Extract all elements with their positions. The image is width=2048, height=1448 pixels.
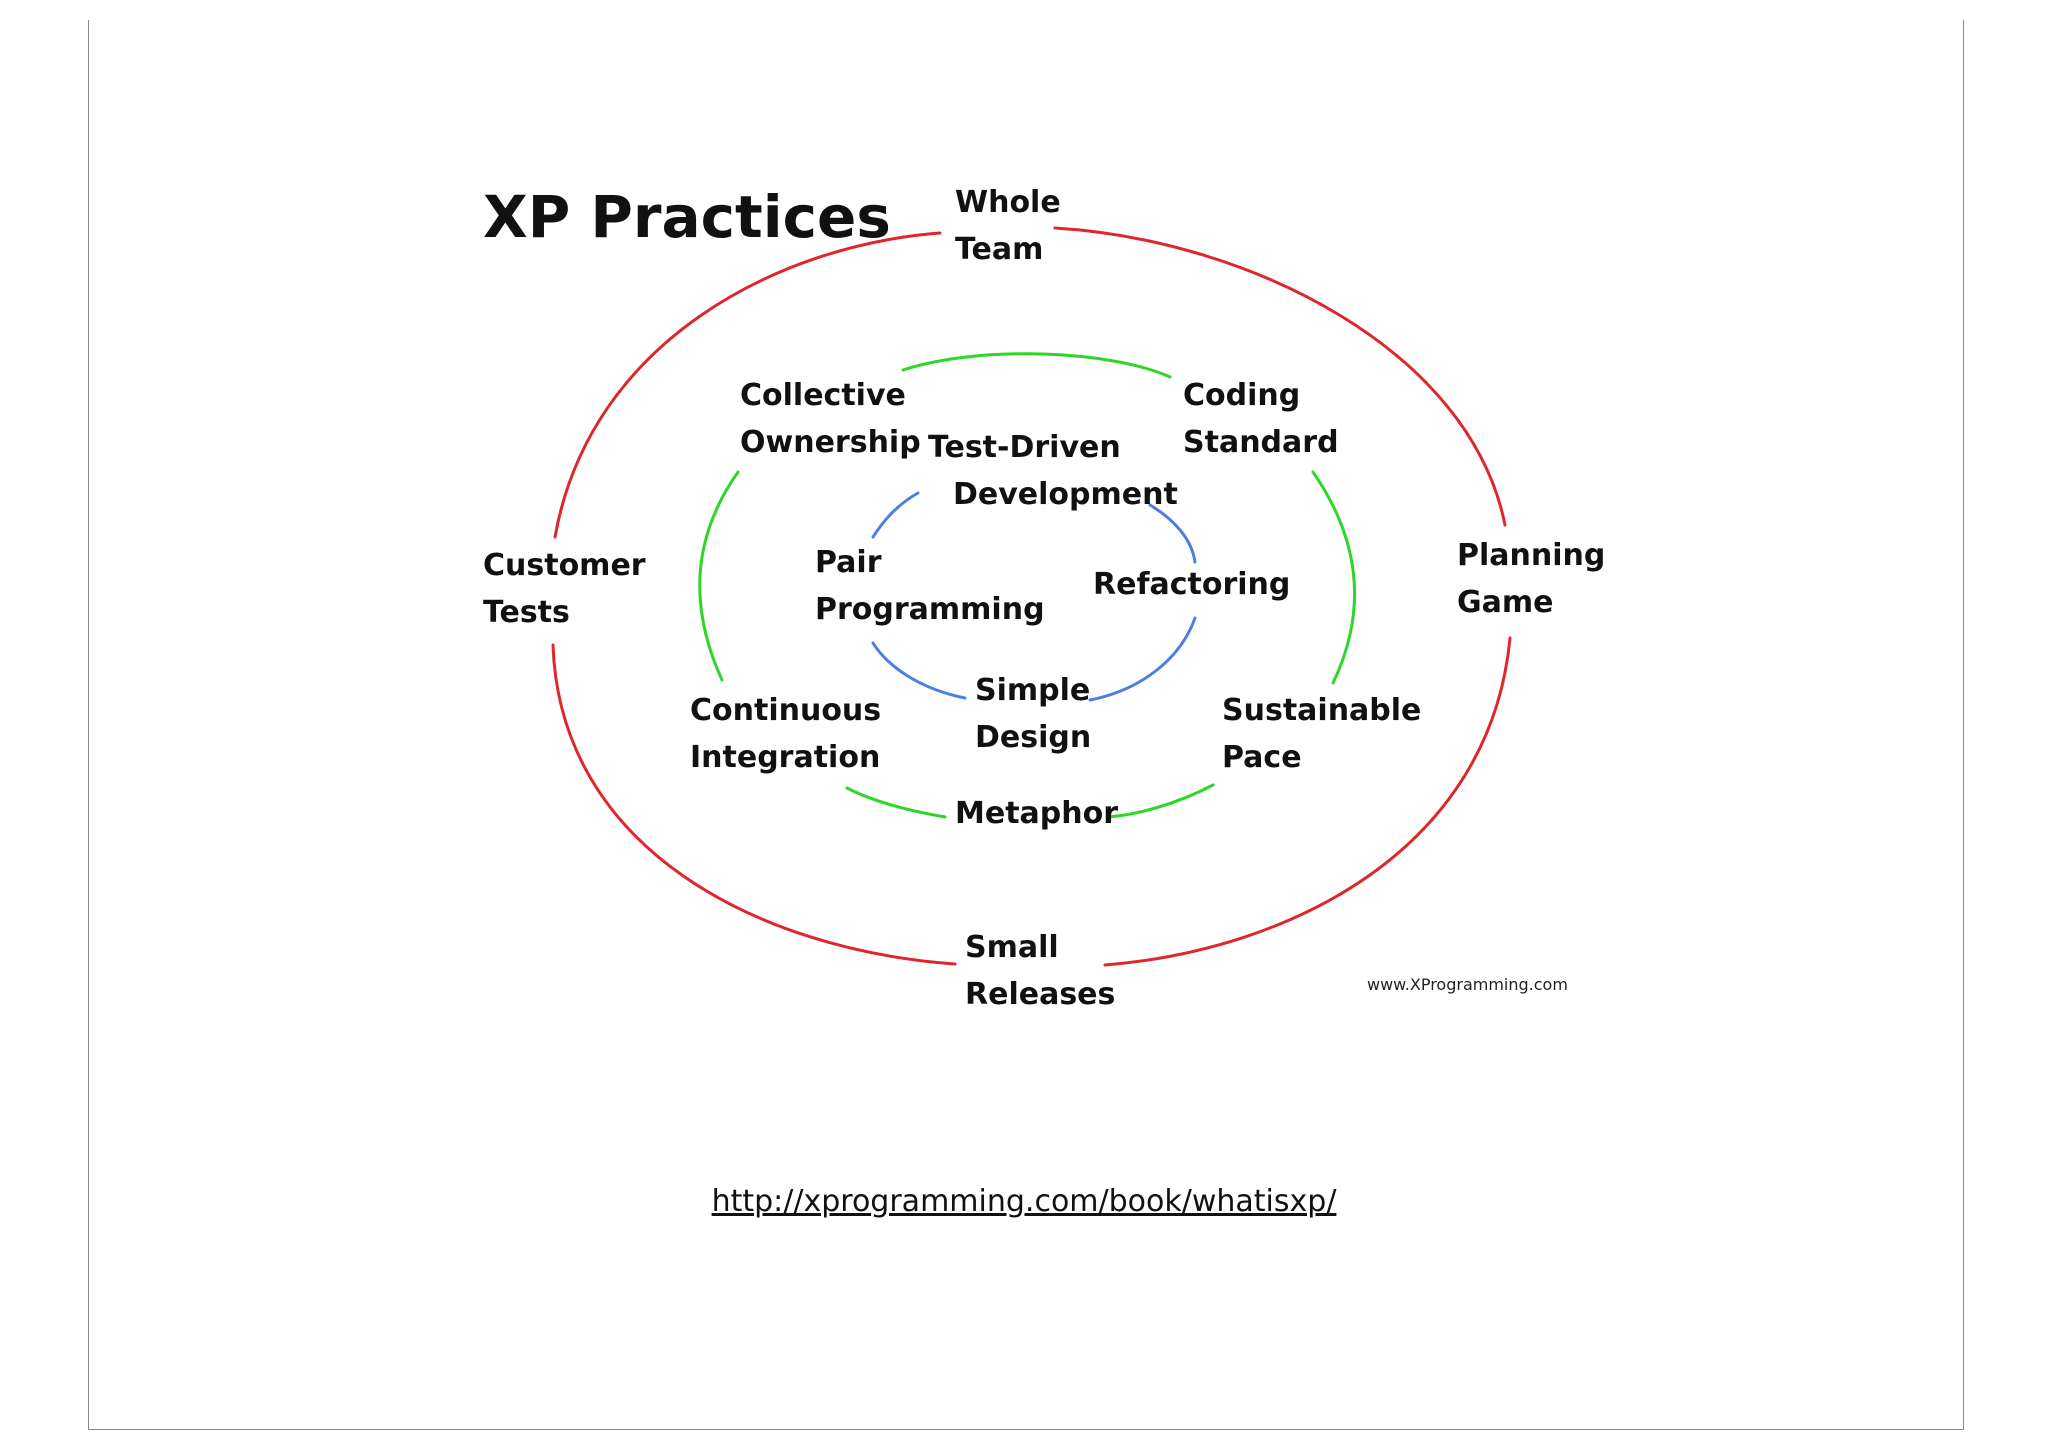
outer-ring-arc-top-left bbox=[553, 231, 942, 539]
node-collective-ownership: Collective Ownership bbox=[740, 378, 921, 460]
svg-text:Standard: Standard bbox=[1183, 425, 1339, 460]
middle-ring-arc-left bbox=[698, 470, 740, 682]
inner-ring-arc-bottom-left bbox=[871, 641, 967, 700]
svg-text:Team: Team bbox=[955, 232, 1043, 267]
svg-text:Test-Driven: Test-Driven bbox=[928, 430, 1121, 465]
node-continuous-integration: Continuous Integration bbox=[690, 693, 881, 775]
diagram-credit: www.XProgramming.com bbox=[1367, 975, 1568, 994]
inner-ring-arc-top-right bbox=[1148, 503, 1197, 564]
svg-text:Pair: Pair bbox=[815, 545, 882, 580]
svg-text:Sustainable: Sustainable bbox=[1222, 693, 1421, 728]
svg-text:Development: Development bbox=[953, 477, 1178, 512]
middle-ring-arc-bottom-left bbox=[845, 786, 947, 819]
svg-text:Pace: Pace bbox=[1222, 740, 1302, 775]
node-refactoring: Refactoring bbox=[1093, 567, 1290, 602]
svg-text:Programming: Programming bbox=[815, 592, 1045, 627]
node-small-releases: Small Releases bbox=[965, 930, 1115, 1012]
outer-ring-arc-bottom-right bbox=[1103, 636, 1512, 967]
svg-text:Customer: Customer bbox=[483, 548, 646, 583]
svg-text:Whole: Whole bbox=[955, 185, 1061, 220]
diagram-title: XP Practices bbox=[483, 183, 891, 251]
svg-text:Tests: Tests bbox=[483, 595, 570, 630]
inner-ring-arc-top-left bbox=[871, 491, 920, 539]
svg-text:Metaphor: Metaphor bbox=[955, 796, 1118, 831]
middle-ring-arc-top bbox=[901, 352, 1172, 379]
node-test-driven-development: Test-Driven Development bbox=[928, 430, 1178, 512]
svg-text:Small: Small bbox=[965, 930, 1059, 965]
middle-ring-arc-bottom-right bbox=[1106, 783, 1215, 819]
svg-text:Releases: Releases bbox=[965, 977, 1115, 1012]
outer-ring-arc-top-right bbox=[1053, 226, 1507, 527]
inner-ring-arc-bottom-right bbox=[1088, 616, 1197, 702]
inner-ring bbox=[871, 491, 1197, 702]
slide-frame bbox=[88, 20, 1964, 1430]
svg-text:Integration: Integration bbox=[690, 740, 880, 775]
outer-ring-arc-bottom-left bbox=[551, 643, 957, 966]
node-planning-game: Planning Game bbox=[1457, 538, 1605, 620]
middle-ring-arc-right bbox=[1311, 470, 1357, 685]
svg-text:Continuous: Continuous bbox=[690, 693, 881, 728]
svg-text:Simple: Simple bbox=[975, 673, 1090, 708]
middle-ring bbox=[698, 352, 1357, 819]
svg-text:Coding: Coding bbox=[1183, 378, 1300, 413]
svg-text:Game: Game bbox=[1457, 585, 1553, 620]
svg-text:Collective: Collective bbox=[740, 378, 906, 413]
outer-ring bbox=[551, 226, 1512, 967]
svg-text:Design: Design bbox=[975, 720, 1091, 755]
node-coding-standard: Coding Standard bbox=[1183, 378, 1339, 460]
svg-text:Ownership: Ownership bbox=[740, 425, 921, 460]
node-pair-programming: Pair Programming bbox=[815, 545, 1045, 627]
svg-text:Planning: Planning bbox=[1457, 538, 1605, 573]
node-metaphor: Metaphor bbox=[955, 796, 1118, 831]
source-link[interactable]: http://xprogramming.com/book/whatisxp/ bbox=[711, 1184, 1337, 1219]
node-simple-design: Simple Design bbox=[975, 673, 1091, 755]
node-customer-tests: Customer Tests bbox=[483, 548, 646, 630]
svg-text:Refactoring: Refactoring bbox=[1093, 567, 1290, 602]
node-sustainable-pace: Sustainable Pace bbox=[1222, 693, 1421, 775]
node-whole-team: Whole Team bbox=[955, 185, 1061, 267]
